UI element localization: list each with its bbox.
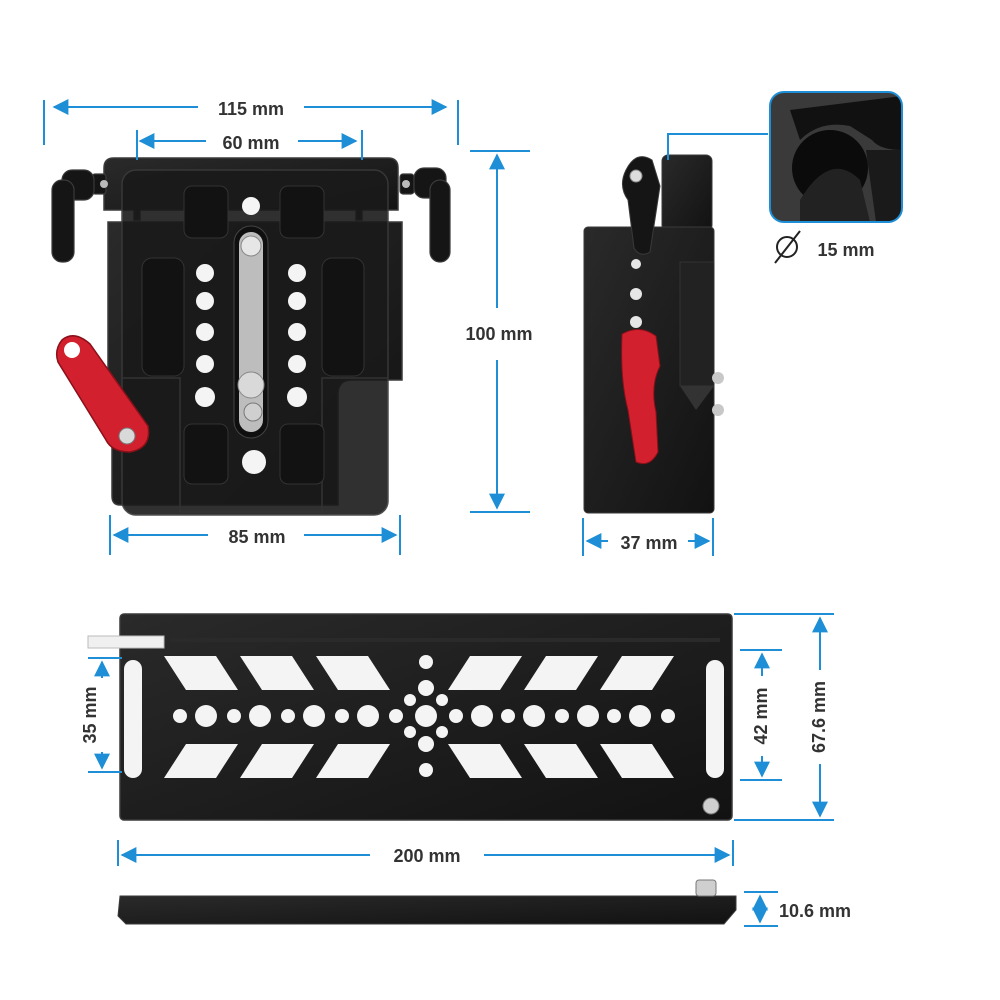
rod-clamp-detail-callout bbox=[667, 91, 903, 223]
dim-100: 100 mm bbox=[465, 150, 533, 513]
label-35mm: 35 mm bbox=[80, 686, 100, 743]
long-plate-top-view bbox=[87, 613, 733, 821]
label-10-6mm: 10.6 mm bbox=[779, 901, 851, 921]
dim-35: 35 mm bbox=[80, 657, 122, 773]
dim-200: 200 mm bbox=[117, 840, 734, 866]
red-lock-lever bbox=[55, 335, 150, 453]
label-15mm: 15 mm bbox=[817, 240, 874, 260]
diameter-icon bbox=[776, 236, 798, 258]
dim-diameter-15: 15 mm bbox=[774, 230, 875, 264]
label-200mm: 200 mm bbox=[393, 846, 460, 866]
label-42mm: 42 mm bbox=[751, 687, 771, 744]
dim-42: 42 mm bbox=[740, 649, 782, 781]
front-view-plate bbox=[51, 157, 451, 516]
label-37mm: 37 mm bbox=[620, 533, 677, 553]
side-red-lever bbox=[621, 329, 661, 465]
dim-60: 60 mm bbox=[136, 130, 363, 160]
label-85mm: 85 mm bbox=[228, 527, 285, 547]
label-115mm: 115 mm bbox=[218, 99, 284, 119]
label-60mm: 60 mm bbox=[222, 133, 279, 153]
dim-115: 115 mm bbox=[43, 99, 459, 145]
dim-37: 37 mm bbox=[582, 518, 714, 556]
label-67-6mm: 67.6 mm bbox=[809, 681, 829, 753]
long-plate-side-view bbox=[117, 879, 737, 925]
dim-85: 85 mm bbox=[109, 515, 401, 555]
dim-10-6: 10.6 mm bbox=[744, 891, 851, 927]
label-100mm: 100 mm bbox=[465, 324, 532, 344]
side-rod-knob bbox=[622, 156, 661, 255]
dim-67-6: 67.6 mm bbox=[734, 613, 834, 821]
